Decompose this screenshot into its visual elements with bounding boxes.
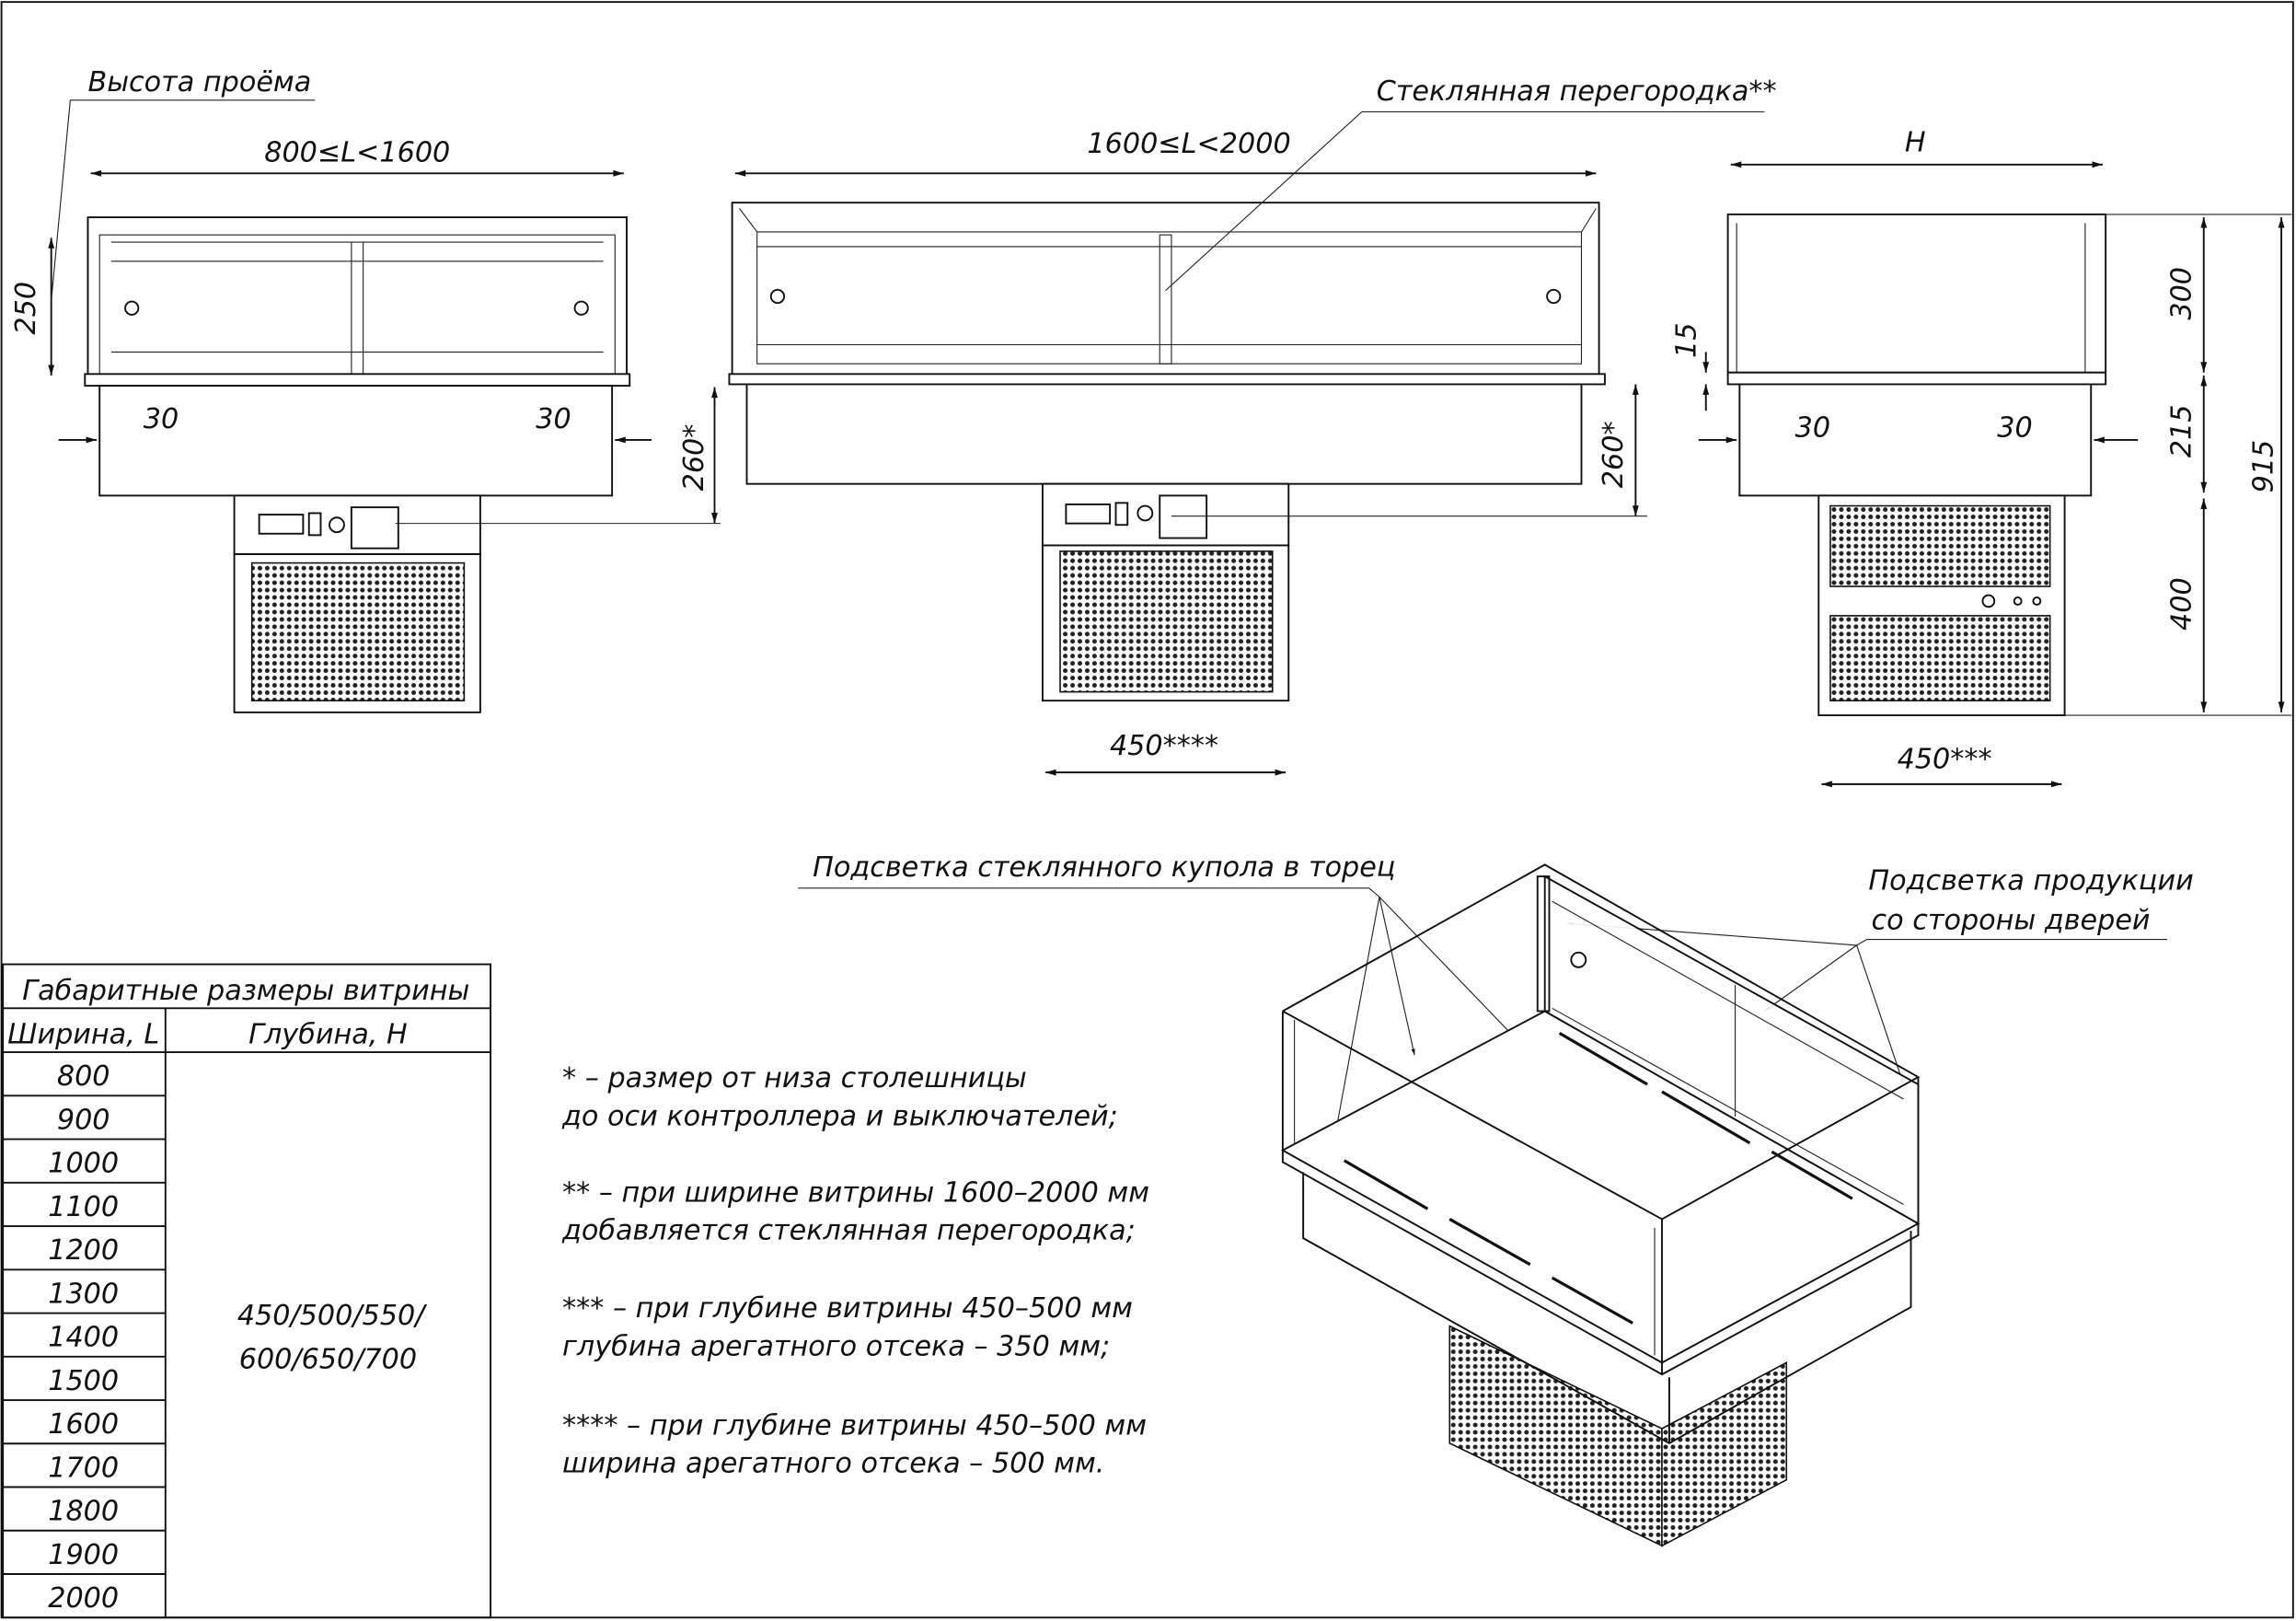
controller-icon [1065, 503, 1112, 525]
footnote-line: * – размер от низа столешницы [562, 1062, 1027, 1094]
table-width-cell: 1800 [48, 1496, 119, 1528]
label-opening-height: Высота проёма [87, 66, 311, 98]
body [98, 385, 614, 497]
label-glass-partition: Стеклянная перегородка** [1377, 75, 1777, 108]
table-title: Габаритные размеры витрины [22, 975, 469, 1007]
glass-partition [1159, 234, 1172, 365]
countertop [728, 373, 1606, 386]
door-handle-icon [1570, 951, 1587, 968]
switch-icon [307, 512, 322, 537]
label-product-light-1: Подсветка продукции [1868, 864, 2193, 897]
dim-260-right: 260* [1598, 421, 1630, 488]
table-width-cell: 1100 [48, 1191, 119, 1223]
dim-915: 915 [2248, 440, 2280, 493]
dim-30-right: 30 [536, 403, 571, 435]
table-width-cell: 1300 [48, 1278, 119, 1310]
controller-icon [258, 514, 305, 535]
glass-canopy [87, 216, 628, 376]
front-view-small [84, 216, 631, 713]
dim-450-unit-depth: 450*** [1898, 743, 1992, 775]
table-width-cell: 1700 [48, 1452, 119, 1484]
footnote-line: *** – при глубине витрины 450–500 мм [562, 1292, 1133, 1325]
table-width-cell: 1900 [48, 1539, 119, 1571]
dim-30-side-right: 30 [1997, 412, 2032, 445]
dim-depth: H [1905, 126, 1926, 158]
label-dome-light: Подсветка стеклянного купола в торец [813, 851, 1395, 884]
footnote-line: глубина арегатного отсека – 350 мм; [562, 1330, 1110, 1362]
table-header-depth: Глубина, H [248, 1019, 408, 1051]
dim-15: 15 [1671, 322, 1703, 357]
footnote-line: до оси контроллера и выключателей; [561, 1101, 1118, 1133]
switch-icon [1114, 502, 1129, 527]
control-panel [1041, 482, 1290, 547]
dim-450-unit-width: 450**** [1110, 730, 1218, 762]
footnotes: * – размер от низа столешницы до оси конт… [561, 1062, 1149, 1479]
footnote-line: **** – при глубине витрины 450–500 мм [562, 1409, 1147, 1442]
front-view-large [728, 202, 1606, 702]
glass-canopy [731, 202, 1600, 376]
footnote-line: ** – при ширине витрины 1600–2000 мм [562, 1176, 1149, 1209]
ventilation-grille [1829, 504, 2051, 587]
ventilation-grille [250, 562, 466, 701]
control-panel [233, 494, 481, 555]
body [745, 383, 1583, 485]
countertop [1726, 371, 2107, 386]
body [1738, 383, 2093, 497]
table-width-cell: 1500 [48, 1365, 119, 1397]
table-width-cell: 800 [57, 1060, 110, 1093]
unit-side-grille [1448, 1325, 1663, 1547]
dimensions: 800≤L<1600 1600≤L<2000 H 250 30 30 260* … [10, 126, 2292, 788]
dim-400: 400 [2165, 577, 2198, 631]
table-depth-values-1: 450/500/550/ [237, 1300, 427, 1332]
switch-block-icon [1159, 494, 1208, 539]
ventilation-grille [1059, 550, 1274, 693]
table-width-cell: 1000 [48, 1148, 119, 1180]
table-width-cell: 1600 [48, 1408, 119, 1441]
switch-icon [329, 516, 345, 534]
dim-width-large: 1600≤L<2000 [1087, 128, 1290, 160]
table-width-cell: 1200 [48, 1234, 119, 1267]
unit-front-grille [1661, 1361, 1788, 1547]
table-width-cell: 900 [57, 1104, 110, 1136]
door-handle-icon [573, 300, 589, 316]
table-depth-values-2: 600/650/700 [239, 1344, 417, 1376]
door-handle-icon [769, 288, 786, 305]
dim-250: 250 [10, 282, 42, 335]
dim-260-left: 260* [678, 424, 710, 492]
isometric-view [1280, 863, 1921, 1547]
dim-width-small: 800≤L<1600 [264, 137, 450, 169]
side-view [1726, 213, 2107, 717]
table-header-width: Ширина, L [7, 1019, 159, 1051]
footnote-line: ширина арегатного отсека – 500 мм. [562, 1448, 1104, 1480]
dimensions-table: Габаритные размеры витрины Ширина, L Глу… [2, 963, 492, 1619]
footnote-line: добавляется стеклянная перегородка; [561, 1215, 1136, 1247]
countertop [84, 373, 631, 388]
table-width-cell: 1400 [48, 1322, 119, 1354]
door-handle-icon [124, 300, 140, 316]
label-product-light-2: со стороны дверей [1872, 904, 2151, 936]
table-width-cell: 2000 [48, 1582, 119, 1615]
dim-300: 300 [2165, 267, 2198, 320]
glass-canopy [1726, 213, 2107, 374]
dim-30-left: 30 [144, 403, 179, 435]
dim-30-side-left: 30 [1795, 412, 1830, 445]
ventilation-grille [1829, 615, 2051, 701]
switch-icon [1136, 504, 1154, 522]
switch-block-icon [350, 506, 399, 550]
dim-215: 215 [2165, 405, 2198, 458]
door-handle-icon [1546, 288, 1562, 305]
